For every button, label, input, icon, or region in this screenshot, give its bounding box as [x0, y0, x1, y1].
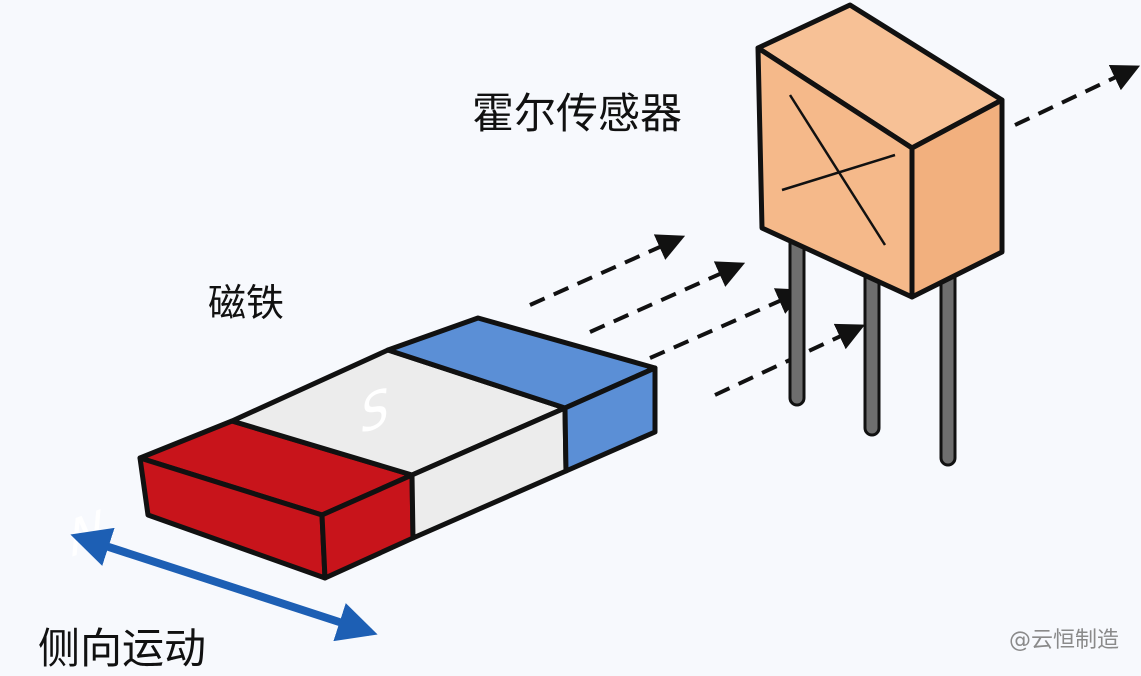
magnet-label: 磁铁: [208, 281, 285, 325]
north-pole-label: N: [67, 497, 106, 571]
lateral-motion-label: 侧向运动: [38, 624, 207, 673]
hall-sensor: [755, 2, 1005, 300]
lateral-motion-arrow: [70, 527, 378, 642]
magnetic-field-arrows: [529, 64, 1141, 397]
field-arrow: [714, 323, 866, 397]
watermark: @云恒制造: [1008, 628, 1119, 653]
south-pole-label: S: [358, 375, 392, 447]
field-arrow: [589, 261, 746, 334]
sensor-label: 霍尔传感器: [472, 89, 683, 138]
field-arrow: [649, 288, 806, 360]
sensor-side: [909, 97, 1005, 300]
magnet: [137, 315, 658, 581]
sensor-leg: [863, 258, 881, 437]
sensor-leg: [939, 268, 957, 467]
output-arrow: [1014, 64, 1141, 127]
field-arrow: [529, 234, 686, 307]
magnet-side-south: [562, 365, 658, 474]
